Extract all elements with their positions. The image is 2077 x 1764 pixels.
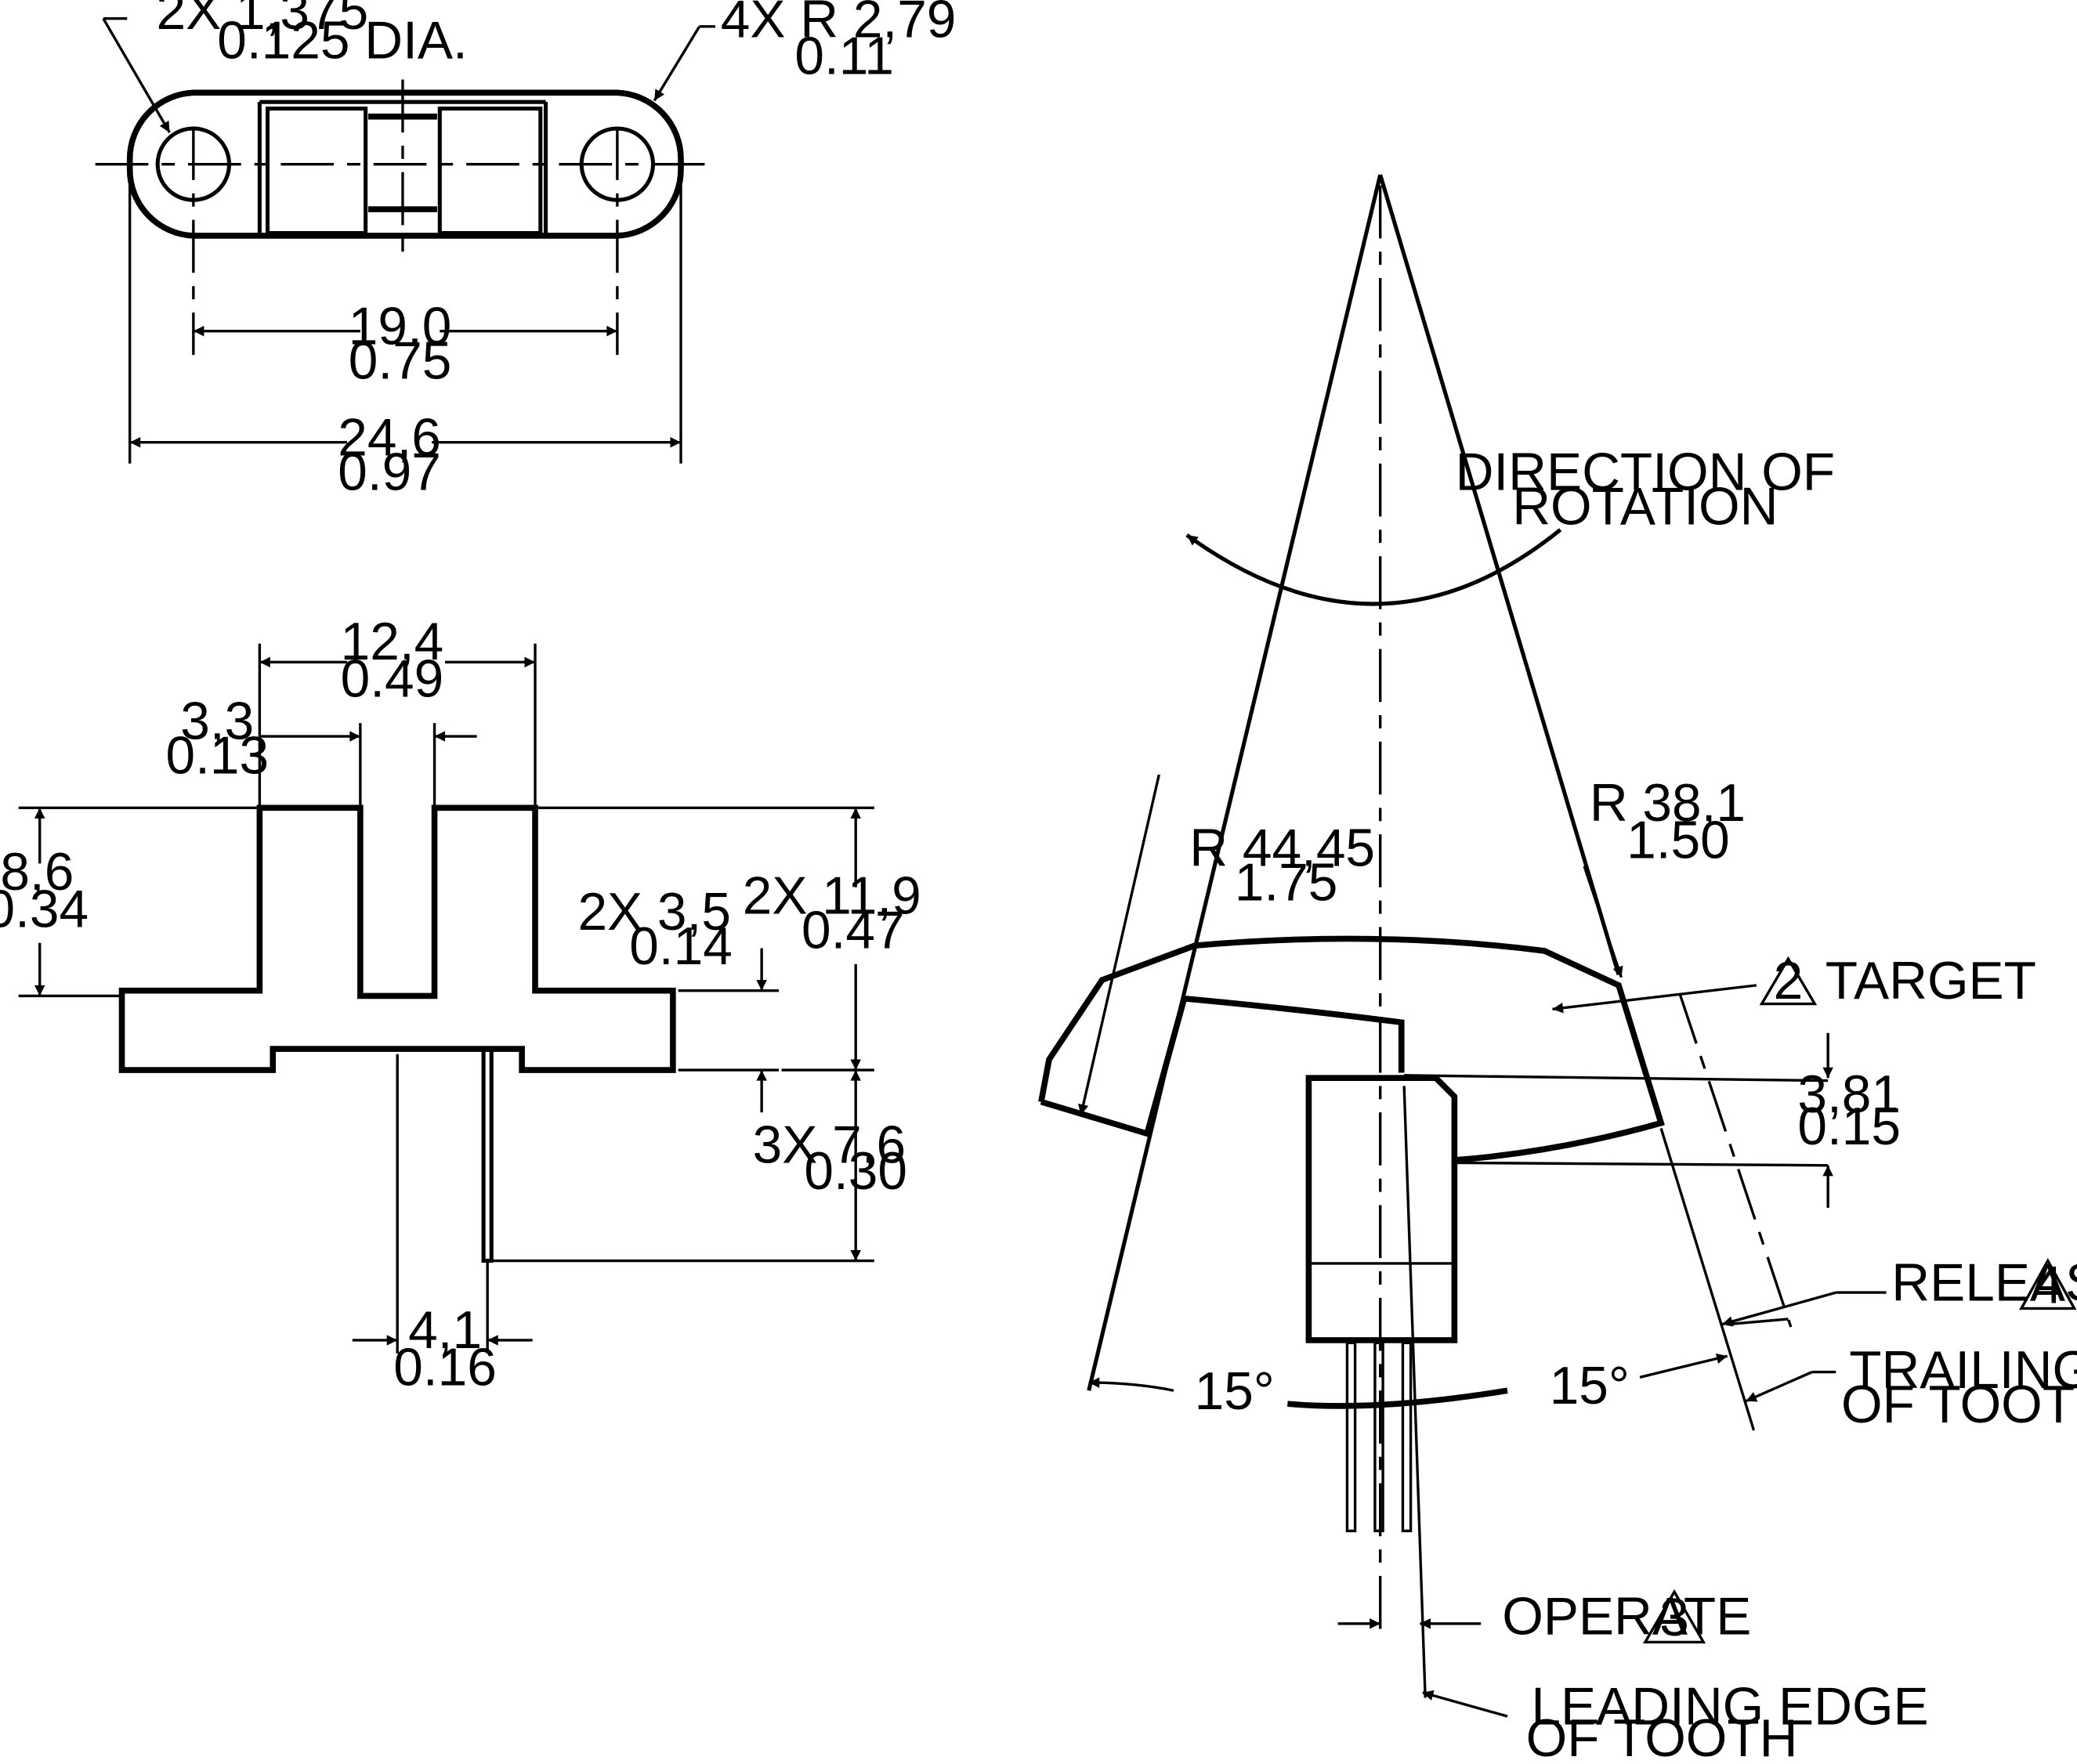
inner-radius-inch: 1.50 xyxy=(1627,812,1730,870)
gap-metric: 3,81 xyxy=(1797,1065,1901,1124)
arm-width-inch: 0.13 xyxy=(165,726,269,785)
target-note: 2 xyxy=(1774,952,1804,1010)
operation-view: R 44,45 1.75 R 38,1 1.50 DIRECTION OF RO… xyxy=(1038,174,2077,1764)
trailing-edge-line2: OF TOOTH xyxy=(1841,1375,2077,1434)
arm-height-metric: 8,6 xyxy=(0,843,74,902)
slot-width-inch: 0.49 xyxy=(341,649,444,708)
operate-note: 3 xyxy=(1659,1589,1689,1647)
leading-edge-line2: OF TOOTH xyxy=(1526,1709,1798,1764)
outer-radius-metric: R 44,45 xyxy=(1189,819,1375,878)
slot-width-metric: 12,4 xyxy=(341,613,444,671)
operate-label: OPERATE xyxy=(1502,1587,1751,1646)
sensor-body xyxy=(1305,1075,1458,1343)
rotation-arrow xyxy=(1185,528,1562,606)
lead-offset-metric: 4,1 xyxy=(408,1301,482,1360)
overall-length-metric: 24,6 xyxy=(338,409,441,468)
top-view-outline xyxy=(126,89,684,239)
lead-offset-inch: 0.16 xyxy=(393,1338,497,1397)
arm-height-inch: 0.34 xyxy=(0,880,89,938)
angle-left: 15° xyxy=(1195,1362,1275,1421)
gap-inch: 0.15 xyxy=(1797,1097,1901,1156)
lead-length-metric: 3X 7,6 xyxy=(753,1115,906,1174)
lead-center xyxy=(1373,1341,1384,1533)
trailing-edge-line1: TRAILING EDGE xyxy=(1849,1341,2077,1400)
hole-spacing-metric: 19,0 xyxy=(349,298,452,356)
target-label: TARGET xyxy=(1826,952,2036,1010)
hole-dia-metric: 2X 1,375 xyxy=(157,0,369,41)
flange-step-metric: 2X 3,5 xyxy=(577,883,730,942)
angle-right: 15° xyxy=(1550,1357,1630,1415)
leading-edge-line1: LEADING EDGE xyxy=(1531,1677,1928,1736)
lead-right xyxy=(1401,1341,1413,1533)
direction-label-line1: DIRECTION OF xyxy=(1456,443,1836,502)
corner-radius-inch: 0.11 xyxy=(794,27,894,86)
side-view: 12,4 0.49 3,3 0.13 8,6 0.34 2X 3,5 0.14 … xyxy=(0,613,921,1397)
target-tooth xyxy=(1038,935,1665,1166)
arm-width-metric: 3,3 xyxy=(180,692,254,750)
top-view: 19,0 0.75 24,6 0.97 2X 1,375 0.125 DIA. … xyxy=(95,0,957,502)
side-view-outline xyxy=(118,804,676,1073)
inner-radius-metric: R 38,1 xyxy=(1590,774,1746,833)
hole-dia-inch: 0.125 DIA. xyxy=(217,11,467,70)
direction-label-line2: ROTATION xyxy=(1512,478,1778,537)
hole-spacing-inch: 0.75 xyxy=(349,332,452,391)
sensor-pad-right xyxy=(437,107,543,236)
total-height-metric: 2X 11,9 xyxy=(743,867,921,926)
total-height-inch: 0.47 xyxy=(801,902,905,960)
overall-length-inch: 0.97 xyxy=(338,443,441,502)
outer-radius-inch: 1.75 xyxy=(1235,854,1338,913)
lead-length-inch: 0.30 xyxy=(804,1142,907,1201)
flange-step-inch: 0.14 xyxy=(629,917,733,976)
sensor-pad-left xyxy=(265,107,368,236)
lead-left xyxy=(1345,1341,1357,1533)
corner-radius-metric: 4X R 2,79 xyxy=(721,0,957,49)
side-view-lead xyxy=(481,1046,494,1263)
release-note: 4 xyxy=(2033,1256,2063,1315)
